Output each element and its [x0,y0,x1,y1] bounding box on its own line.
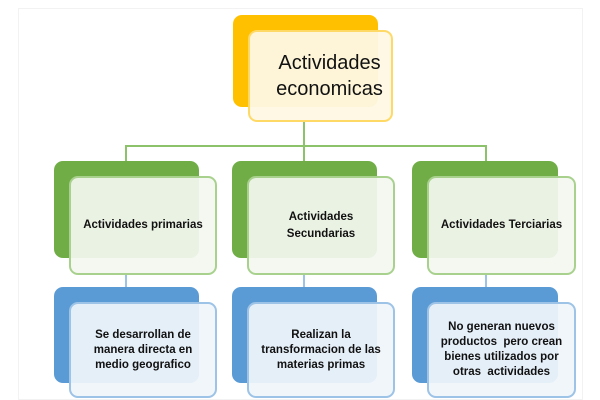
connector-secundarias [303,145,305,162]
description-text: Se desarrollan de manera directa en medi… [93,328,193,371]
connector-root [303,120,305,147]
category-node-primarias: Actividades primarias [69,176,217,275]
connector-primarias [125,145,127,162]
root-label: Actividades economicas [276,52,383,100]
connector-terciarias [485,145,487,162]
description-node-terciarias: No generan nuevos productos pero crean b… [427,302,576,398]
category-node-secundarias: Actividades Secundarias [247,176,395,275]
connector-desc-3 [485,273,487,288]
category-node-terciarias: Actividades Terciarias [427,176,576,275]
category-label: Actividades Secundarias [286,210,356,240]
description-node-secundarias: Realizan la transformacion de las materi… [247,302,395,398]
description-text: No generan nuevos productos pero crean b… [440,321,566,378]
description-node-primarias: Se desarrollan de manera directa en medi… [69,302,217,398]
category-label: Actividades Terciarias [440,219,563,231]
category-label: Actividades primarias [83,219,203,231]
connector-desc-2 [303,273,305,288]
root-node: Actividades economicas [248,30,393,122]
connector-desc-1 [125,273,127,288]
description-text: Realizan la transformacion de las materi… [261,328,381,371]
connector-horizontal [125,145,487,147]
